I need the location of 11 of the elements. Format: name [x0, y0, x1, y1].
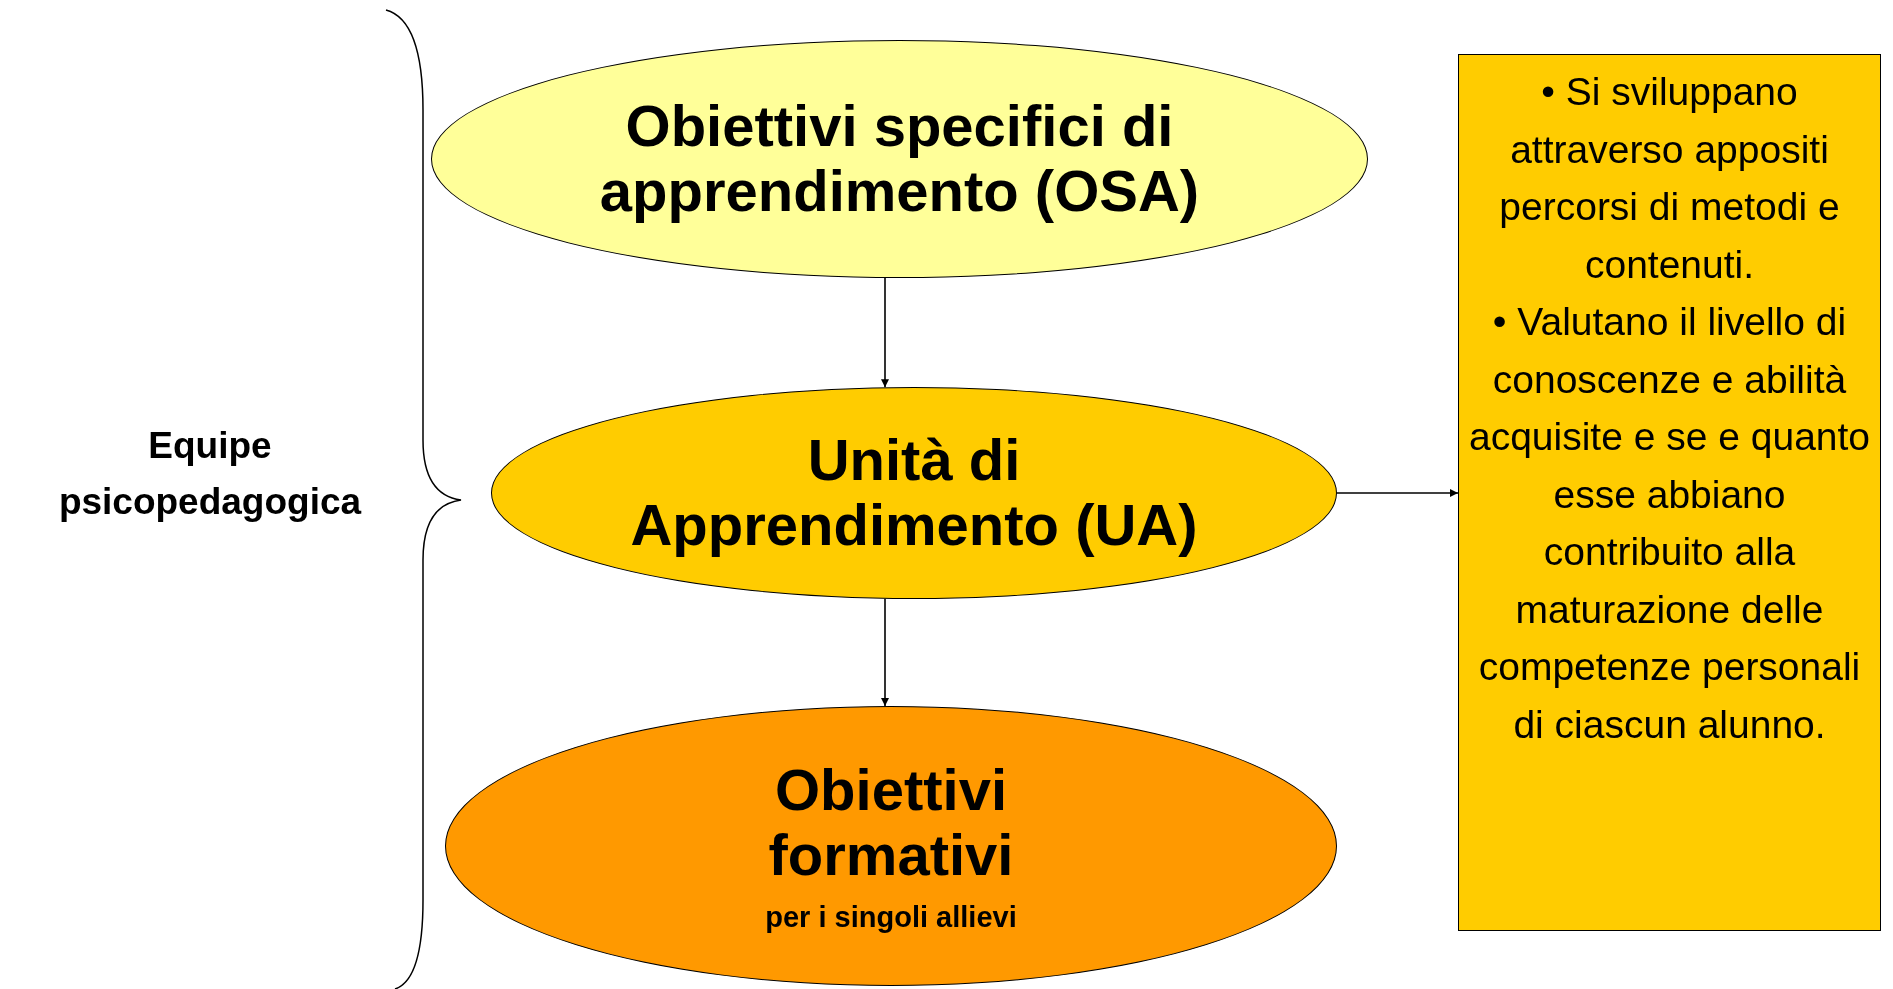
node-subtitle: per i singoli allievi [765, 901, 1017, 935]
node-title: Obiettivi formativi [767, 757, 1015, 888]
note-text: • Valutano il livello di conoscenze e abilità acquisite e se e quanto esse abbiano contribuito alla maturazione delle competenze personali di ciascun alunno. [1467, 299, 1872, 748]
group-label: Equipe psicopedagogica [57, 424, 363, 524]
arrow [881, 277, 889, 389]
arrow [1336, 489, 1459, 497]
node-title: Obiettivi specifici di apprendimento (OSA) [598, 94, 1201, 224]
note-box [1458, 54, 1881, 931]
node-title: Unità di Apprendimento (UA) [629, 428, 1199, 558]
arrow [881, 597, 889, 707]
note-text: • Si sviluppano attraverso appositi percorsi di metodi e contenuti. [1498, 69, 1841, 288]
